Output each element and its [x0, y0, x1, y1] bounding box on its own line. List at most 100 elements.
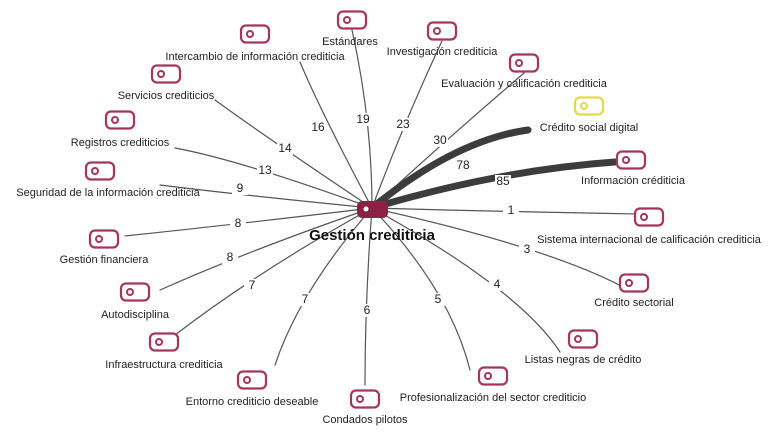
toggle-icon — [84, 161, 116, 181]
edge-weight-bg — [359, 304, 375, 317]
edge-weight-gestion-financiera: 8 — [235, 216, 242, 230]
node-investigacion[interactable]: Investigación crediticia — [387, 21, 499, 59]
node-label: Profesionalización del sector crediticio — [400, 392, 586, 404]
edge-weight-bg — [244, 279, 260, 292]
node-informacion[interactable]: Información créditicia — [581, 150, 686, 188]
toggle-icon — [508, 53, 540, 73]
edge-weight-bg — [232, 182, 248, 195]
edge-weight-seguridad: 9 — [237, 181, 244, 195]
toggle-icon — [119, 282, 151, 302]
node-label: Servicios crediticios — [118, 90, 215, 102]
node-label: Evaluación y calificación crediticia — [441, 78, 608, 90]
edge-infraestructura — [174, 207, 373, 336]
center-title: Gestión crediticia — [309, 227, 436, 244]
node-registros[interactable]: Registros crediticios — [71, 110, 170, 150]
node-label: Seguridad de la información crediticia — [16, 187, 200, 199]
edge-weight-infraestructura: 7 — [249, 278, 256, 292]
toggle-icon — [150, 64, 182, 84]
node-label: Condados pilotos — [322, 414, 408, 426]
edge-weight-sistema-internacional: 1 — [508, 203, 515, 217]
node-label: Sistema internacional de calificación cr… — [537, 234, 762, 246]
center-node[interactable]: Gestión crediticia — [309, 201, 436, 244]
node-gestion-financiera[interactable]: Gestión financiera — [60, 229, 150, 267]
node-credito-social[interactable]: Crédito social digital — [540, 96, 638, 135]
edge-weight-bg — [489, 278, 505, 291]
node-estandares[interactable]: Estándares — [322, 10, 378, 49]
toggle-icon — [618, 273, 650, 293]
toggle-knob-icon — [433, 27, 441, 35]
edge-weight-bg — [230, 217, 246, 230]
node-evaluacion[interactable]: Evaluación y calificación crediticia — [441, 53, 608, 91]
toggle-knob-icon — [356, 395, 364, 403]
node-label: Crédito sectorial — [594, 297, 673, 309]
edge-weight-bg — [310, 121, 326, 134]
edge-entorno — [274, 207, 373, 366]
node-autodisciplina[interactable]: Autodisciplina — [101, 282, 170, 322]
edge-weight-condados: 6 — [364, 303, 371, 317]
node-label: Información créditicia — [581, 175, 686, 187]
toggle-knob-icon — [155, 338, 163, 346]
edge-autodisciplina — [159, 207, 373, 291]
edge-weight-estandares: 19 — [356, 112, 370, 126]
toggle-knob-icon — [515, 59, 523, 67]
node-label: Autodisciplina — [101, 309, 170, 321]
edge-intercambio — [299, 61, 373, 209]
node-seguridad[interactable]: Seguridad de la información crediticia — [16, 161, 201, 200]
toggle-icon — [349, 389, 381, 409]
toggle-knob-icon — [580, 102, 588, 110]
toggle-knob-icon — [243, 376, 251, 384]
toggle-icon — [633, 207, 665, 227]
edge-weight-servicios: 14 — [278, 141, 292, 155]
edge-weight-credito-sectorial: 3 — [524, 242, 531, 256]
node-label: Estándares — [322, 36, 378, 48]
toggle-icon — [477, 366, 509, 386]
edge-weight-profesionalizacion: 5 — [435, 292, 442, 306]
toggle-knob-icon — [95, 235, 103, 243]
node-profesionalizacion[interactable]: Profesionalización del sector crediticio — [400, 366, 586, 405]
node-sistema-internacional[interactable]: Sistema internacional de calificación cr… — [537, 207, 762, 247]
toggle-knob-icon — [111, 116, 119, 124]
edge-credito-social — [368, 126, 532, 212]
toggle-knob-icon — [484, 372, 492, 380]
edge-weight-autodisciplina: 8 — [227, 250, 234, 264]
edge-weight-bg — [495, 175, 511, 188]
node-entorno[interactable]: Entorno crediticio deseable — [186, 370, 319, 409]
toggle-icon — [615, 150, 647, 170]
edge-weight-intercambio: 16 — [311, 120, 325, 134]
node-listas-negras[interactable]: Listas negras de crédito — [525, 329, 642, 367]
center-toggle-icon — [357, 201, 388, 218]
node-label: Crédito social digital — [540, 122, 638, 134]
edge-weight-bg — [355, 113, 371, 126]
edge-weight-bg — [257, 164, 273, 177]
edge-weight-investigacion: 23 — [396, 117, 410, 131]
toggle-knob-icon — [343, 16, 351, 24]
edge-profesionalizacion — [371, 207, 471, 371]
node-intercambio[interactable]: Intercambio de información crediticia — [165, 24, 345, 64]
toggle-knob-icon — [625, 279, 633, 287]
toggle-icon — [239, 24, 271, 44]
edge-weight-bg — [455, 159, 471, 172]
edge-weight-credito-social: 78 — [456, 158, 470, 172]
edge-seguridad — [159, 184, 373, 209]
node-servicios[interactable]: Servicios crediticios — [118, 64, 215, 103]
toggle-icon — [426, 21, 458, 41]
toggle-knob-icon — [126, 288, 134, 296]
node-condados[interactable]: Condados pilotos — [322, 389, 408, 427]
toggle-icon — [567, 329, 599, 349]
edge-informacion — [368, 158, 619, 212]
nodes-layer: Estándares Investigación crediticiaEvalua… — [16, 10, 762, 427]
node-label: Entorno crediticio deseable — [186, 396, 319, 408]
edge-weight-bg — [519, 243, 535, 256]
edge-registros — [174, 147, 373, 209]
edge-weight-entorno: 7 — [302, 292, 309, 306]
center-toggle-knob — [363, 206, 369, 212]
node-infraestructura[interactable]: Infraestructura crediticia — [105, 332, 224, 372]
node-credito-sectorial[interactable]: Crédito sectorial — [594, 273, 674, 310]
edge-weight-bg — [222, 251, 238, 264]
toggle-knob-icon — [91, 167, 99, 175]
toggle-knob-icon — [246, 30, 254, 38]
edge-weight-evaluacion: 30 — [433, 133, 447, 147]
edge-weight-registros: 13 — [258, 163, 272, 177]
node-label: Gestión financiera — [60, 254, 150, 266]
